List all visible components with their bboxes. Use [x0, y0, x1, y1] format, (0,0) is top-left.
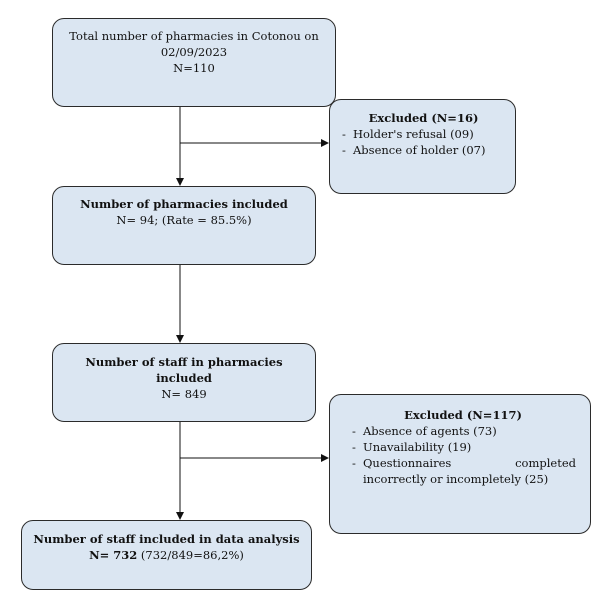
pharmacies-included-box: Number of pharmacies included N= 94; (Ra…: [52, 186, 316, 265]
excluded-pharmacies-title: Excluded (N=16): [368, 111, 479, 125]
excluded-pharmacies-box: Excluded (N=16) Holder's refusal (09) Ab…: [329, 99, 516, 194]
total-pharmacies-box: Total number of pharmacies in Cotonou on…: [52, 18, 336, 107]
pharmacies-included-detail: N= 94; (Rate = 85.5%): [116, 213, 252, 227]
total-pharmacies-count: N=110: [173, 61, 215, 75]
excluded-staff-box: Excluded (N=117) Absence of agents (73) …: [329, 394, 591, 534]
staff-included-box: Number of staff in pharmacies included N…: [52, 343, 316, 422]
excluded-pharmacies-item: Holder's refusal (09): [340, 126, 507, 142]
analysis-rate: (732/849=86,2%): [137, 548, 244, 562]
analysis-box: Number of staff included in data analysi…: [21, 520, 312, 590]
analysis-detail: N= 732 (732/849=86,2%): [22, 547, 311, 563]
excluded-pharmacies-item: Absence of holder (07): [340, 142, 507, 158]
analysis-title: Number of staff included in data analysi…: [33, 532, 300, 546]
excluded-staff-list: Absence of agents (73) Unavailability (1…: [350, 423, 576, 487]
staff-included-title-line1: Number of staff in pharmacies: [85, 355, 283, 369]
excluded-pharmacies-list: Holder's refusal (09) Absence of holder …: [340, 126, 507, 158]
excluded-staff-item: Absence of agents (73): [350, 423, 576, 439]
excluded-staff-item: Unavailability (19): [350, 439, 576, 455]
excluded-staff-title: Excluded (N=117): [404, 408, 522, 422]
staff-included-title-line2: included: [156, 371, 212, 385]
total-pharmacies-line1: Total number of pharmacies in Cotonou on: [69, 29, 319, 43]
total-pharmacies-date: 02/09/2023: [160, 45, 228, 59]
excluded-staff-item: Questionnaires completed incorrectly or …: [350, 455, 576, 487]
analysis-count: N= 732: [89, 548, 138, 562]
pharmacies-included-title: Number of pharmacies included: [80, 197, 288, 211]
staff-included-detail: N= 849: [161, 387, 207, 401]
